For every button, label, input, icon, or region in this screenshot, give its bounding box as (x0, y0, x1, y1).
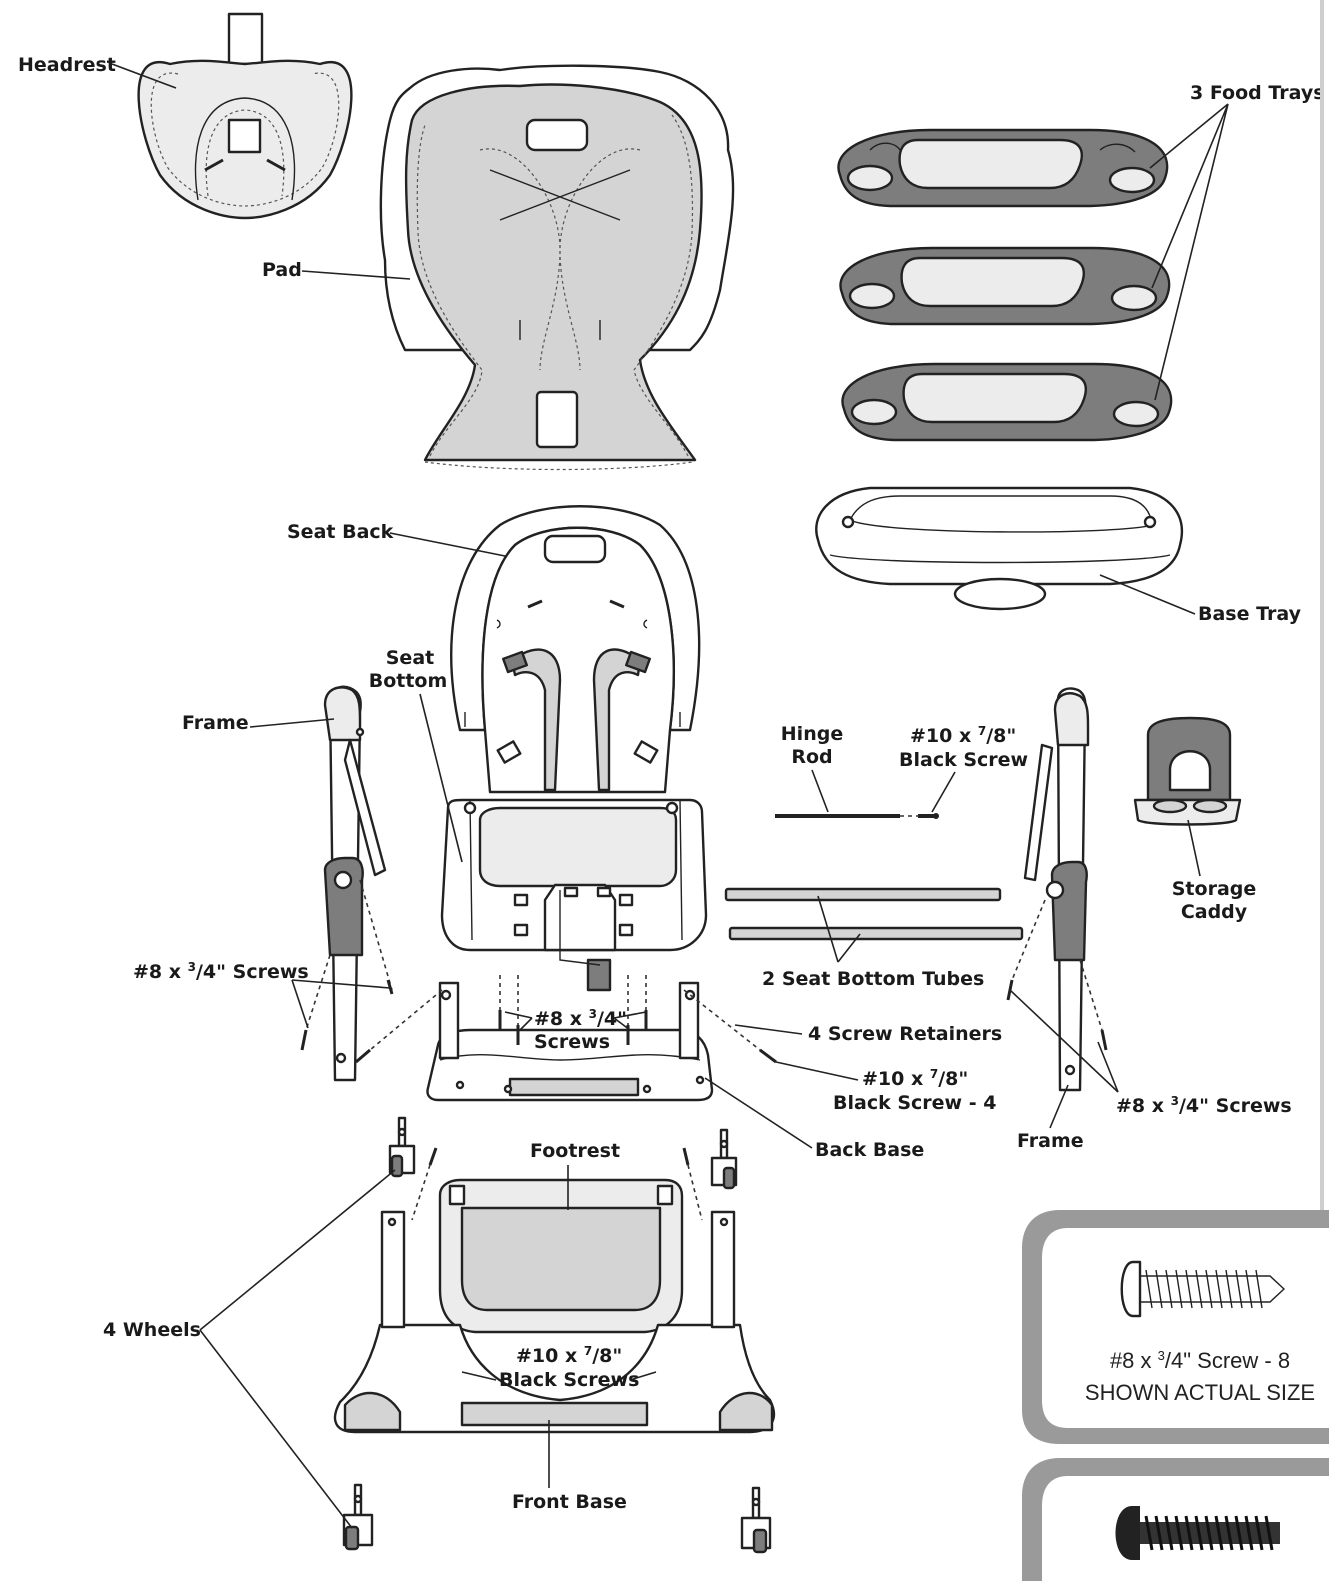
base-tray-part (815, 486, 1184, 611)
frame-part (323, 685, 387, 1082)
label-pad: Pad (262, 259, 302, 281)
actual-size-box: #8 x 3/4" Screw - 8 SHOWN ACTUAL SIZE (1022, 1210, 1329, 1444)
actual-size-label-1: #8 x 3/4" Screw - 8 (1110, 1348, 1290, 1373)
label-seat-bottom-2: Bottom (369, 670, 448, 692)
label-front-base: Front Base (512, 1491, 627, 1513)
frame-part-right (1023, 687, 1090, 1092)
seat-back-part (450, 505, 701, 794)
screw-icon (1120, 1260, 1286, 1318)
headrest-part (137, 12, 353, 220)
label-storage-caddy-2: Caddy (1181, 901, 1248, 923)
food-tray-part (837, 128, 1173, 442)
wheel-part (342, 1116, 772, 1554)
label-seat-bottom-1: Seat (386, 647, 434, 669)
label-screws-right: #8 x 3/4" Screws (1116, 1094, 1292, 1117)
label-screws-mid: #8 x 3/4" (534, 1007, 627, 1030)
label-footrest: Footrest (530, 1140, 620, 1162)
label-food-trays: 3 Food Trays (1190, 82, 1325, 104)
label-storage-caddy-1: Storage (1172, 878, 1257, 900)
label-black-screw-4-2: Black Screw - 4 (833, 1092, 996, 1114)
label-hinge-rod-1: Hinge (781, 723, 843, 745)
label-frame-left: Frame (182, 712, 249, 734)
label-headrest: Headrest (18, 54, 116, 76)
label-base-tray: Base Tray (1198, 603, 1302, 625)
label-black-screw-top: #10 x 7/8" (910, 724, 1016, 747)
label-wheels: 4 Wheels (103, 1319, 201, 1341)
label-seat-back: Seat Back (287, 521, 394, 543)
actual-size-box-2 (1022, 1458, 1329, 1581)
footrest-part (438, 1178, 684, 1334)
label-black-screw-4: #10 x 7/8" (862, 1067, 968, 1090)
actual-size-label-2: SHOWN ACTUAL SIZE (1085, 1380, 1315, 1405)
pad-part (379, 64, 735, 471)
storage-caddy-part (1133, 716, 1242, 826)
back-base-part (426, 981, 714, 1102)
label-black-screws-bottom: #10 x 7/8" (516, 1344, 622, 1367)
label-black-screw-top-2: Black Screw (899, 749, 1028, 771)
screw-icon (1115, 1506, 1280, 1560)
label-screws-mid-2: Screws (534, 1031, 610, 1053)
label-seat-bottom-tubes: 2 Seat Bottom Tubes (762, 968, 984, 990)
seat-bottom-part (440, 798, 708, 992)
label-hinge-rod-2: Rod (791, 746, 832, 768)
label-back-base: Back Base (815, 1139, 924, 1161)
label-frame-right: Frame (1017, 1130, 1084, 1152)
tube-part (724, 887, 1024, 941)
label-screws-left: #8 x 3/4" Screws (133, 960, 309, 983)
front-base-part (333, 1210, 776, 1434)
label-screw-retainers: 4 Screw Retainers (808, 1023, 1002, 1045)
hinge-rod-part (775, 813, 939, 819)
screw-icon (300, 879, 1108, 1378)
label-black-screws-bottom-2: Black Screws (499, 1369, 639, 1391)
